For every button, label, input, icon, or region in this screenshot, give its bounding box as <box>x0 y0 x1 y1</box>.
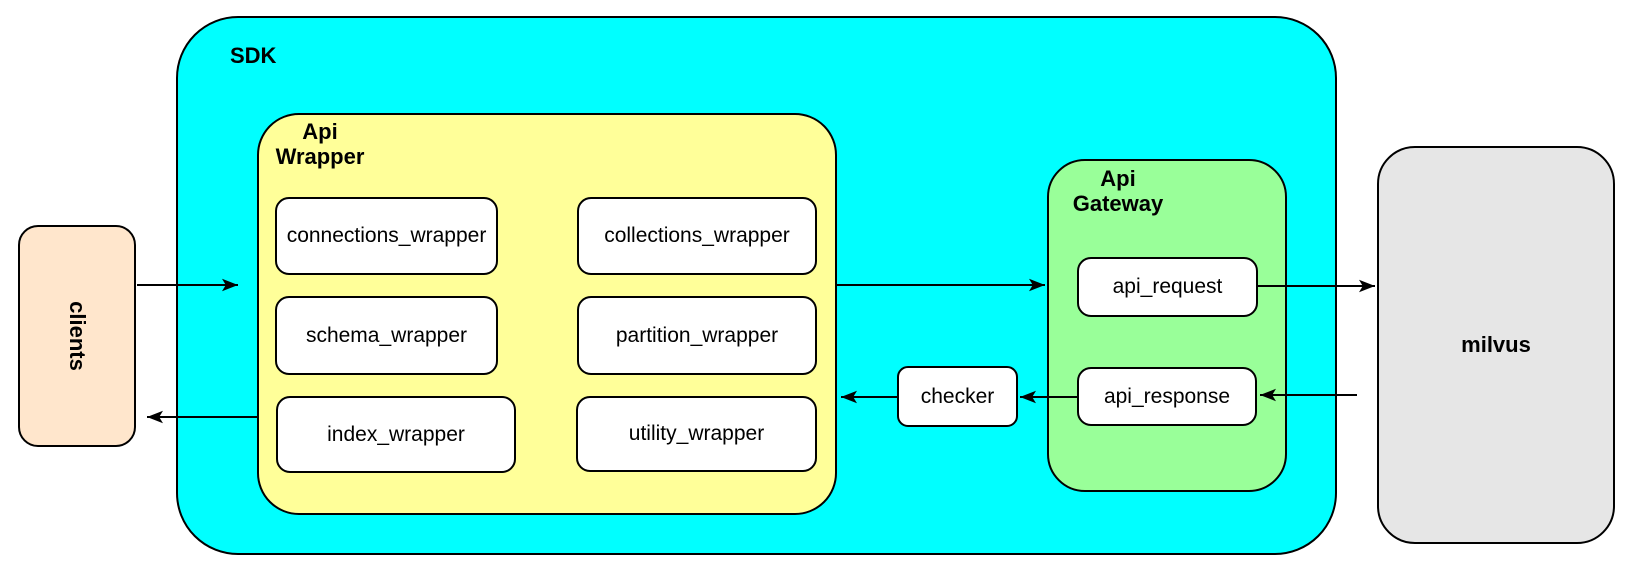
api-wrapper-label-line2: Wrapper <box>275 144 365 169</box>
connections-wrapper-node: connections_wrapper <box>275 197 498 275</box>
api-gateway-label-line1: Api <box>1100 166 1136 191</box>
clients-label: clients <box>64 301 90 371</box>
api-response-label: api_response <box>1103 384 1231 408</box>
api-gateway-container <box>1047 159 1287 492</box>
milvus-label: milvus <box>1461 332 1531 357</box>
api-gateway-label-line2: Gateway <box>1072 191 1164 216</box>
collections-wrapper-node: collections_wrapper <box>577 197 817 275</box>
api-gateway-label: Api Gateway <box>1048 166 1188 216</box>
api-response-node: api_response <box>1077 367 1257 426</box>
partition-wrapper-node: partition_wrapper <box>577 296 817 375</box>
collections-wrapper-label: collections_wrapper <box>604 224 790 247</box>
partition-wrapper-label: partition_wrapper <box>615 323 779 347</box>
schema-wrapper-label: schema_wrapper <box>305 323 468 347</box>
checker-label: checker <box>920 384 995 408</box>
sdk-label: SDK <box>230 43 277 68</box>
api-wrapper-label-line1: Api <box>302 119 338 144</box>
schema-wrapper-node: schema_wrapper <box>275 296 498 375</box>
api-request-node: api_request <box>1077 257 1258 317</box>
connections-wrapper-label: connections_wrapper <box>286 224 487 247</box>
index-wrapper-node: index_wrapper <box>276 396 516 473</box>
milvus-node: milvus <box>1377 146 1615 544</box>
index-wrapper-label: index_wrapper <box>327 422 465 446</box>
clients-node: clients <box>18 225 136 447</box>
api-request-label: api_request <box>1112 275 1223 298</box>
utility-wrapper-node: utility_wrapper <box>576 396 817 472</box>
checker-node: checker <box>897 366 1018 427</box>
api-wrapper-label: Api Wrapper <box>250 119 390 169</box>
utility-wrapper-label: utility_wrapper <box>628 422 765 445</box>
